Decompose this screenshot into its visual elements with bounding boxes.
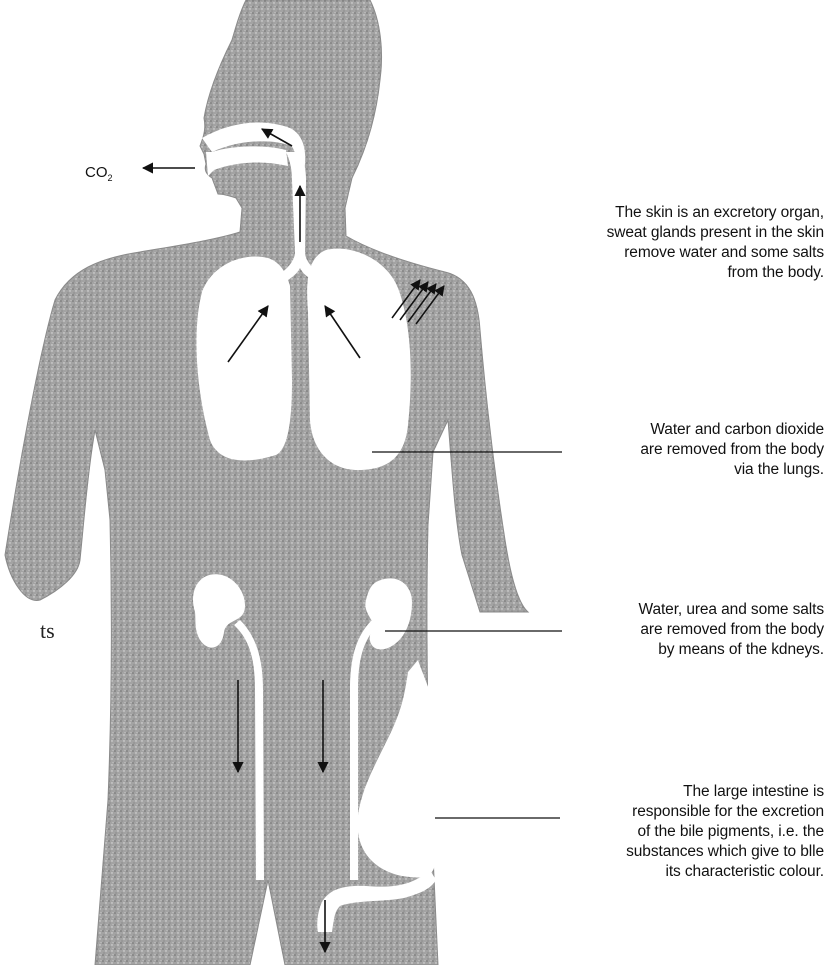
kidneys-line-2: are removed from the body bbox=[639, 620, 825, 640]
right-lung bbox=[196, 256, 292, 460]
lungs-line-2: are removed from the body bbox=[640, 440, 824, 460]
body-silhouette bbox=[5, 0, 528, 965]
intestine-line-5: its characteristic colour. bbox=[626, 862, 824, 882]
lungs-annotation: Water and carbon dioxide are removed fro… bbox=[640, 420, 824, 480]
kidneys-annotation: Water, urea and some salts are removed f… bbox=[639, 600, 825, 660]
skin-line-3: remove water and some salts bbox=[607, 243, 824, 263]
kidneys-line-1: Water, urea and some salts bbox=[639, 600, 825, 620]
margin-text-fragment: ts bbox=[40, 618, 55, 644]
skin-line-2: sweat glands present in the skin bbox=[607, 223, 824, 243]
co2-text: CO bbox=[85, 164, 108, 181]
co2-subscript: 2 bbox=[108, 173, 113, 183]
lungs-line-1: Water and carbon dioxide bbox=[640, 420, 824, 440]
skin-line-1: The skin is an excretory organ, bbox=[607, 203, 824, 223]
kidneys-line-3: by means of the kdneys. bbox=[639, 640, 825, 660]
lungs-line-3: via the lungs. bbox=[640, 460, 824, 480]
intestine-annotation: The large intestine is responsible for t… bbox=[626, 782, 824, 882]
skin-annotation: The skin is an excretory organ, sweat gl… bbox=[607, 203, 824, 283]
intestine-line-2: responsible for the excretion bbox=[626, 802, 824, 822]
co2-label: CO2 bbox=[85, 164, 113, 183]
intestine-line-3: of the bile pigments, i.e. the bbox=[626, 822, 824, 842]
skin-line-4: from the body. bbox=[607, 263, 824, 283]
intestine-line-1: The large intestine is bbox=[626, 782, 824, 802]
intestine-line-4: substances which give to blle bbox=[626, 842, 824, 862]
